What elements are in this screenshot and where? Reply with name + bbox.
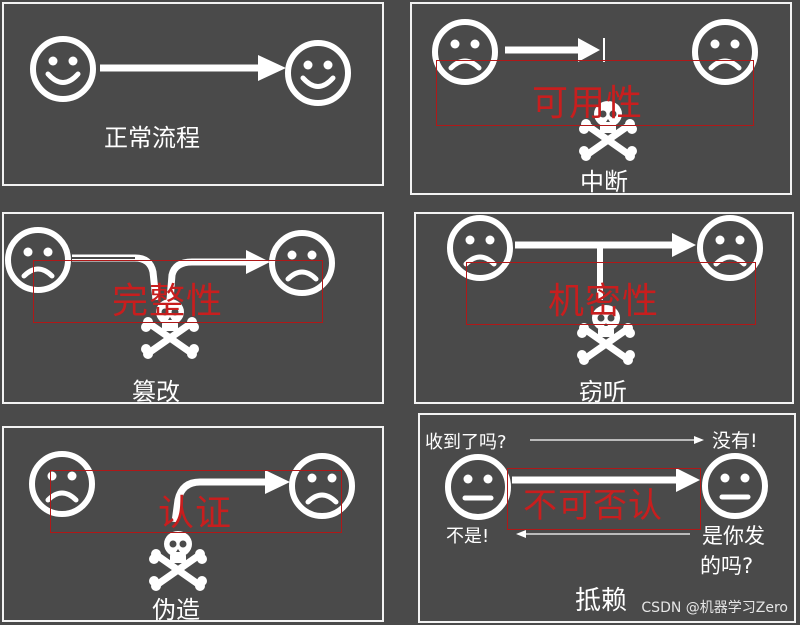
neutral-face-icon xyxy=(448,457,508,517)
panel-authentication xyxy=(2,426,384,622)
highlight-box-availability xyxy=(436,60,754,126)
arrow-icon xyxy=(166,258,250,301)
question-received: 收到了吗? xyxy=(425,432,507,453)
highlight-box-authentication xyxy=(50,470,342,533)
arrow-head-icon xyxy=(246,250,270,274)
category-authentication: 认证 xyxy=(158,493,233,534)
smiley-face-icon xyxy=(33,39,93,99)
label-tampering: 篡改 xyxy=(132,378,180,406)
label-normal-flow: 正常流程 xyxy=(104,124,200,152)
watermark: CSDN @机器学习Zero xyxy=(641,600,788,616)
label-interruption: 中断 xyxy=(580,168,628,196)
panel-availability xyxy=(410,2,792,195)
skull-crossbones-icon xyxy=(149,531,207,591)
arrow-head-icon xyxy=(578,38,600,62)
arrow-head-icon xyxy=(265,470,290,494)
arrow-icon xyxy=(171,478,270,523)
category-confidentiality: 机密性 xyxy=(548,281,660,322)
arrow-head-icon xyxy=(672,233,696,257)
arrow-head-icon xyxy=(258,55,286,81)
label-forgery: 伪造 xyxy=(152,596,200,624)
panel-confidentiality xyxy=(414,212,794,404)
smiley-face-icon xyxy=(288,43,348,103)
label-eavesdropping: 窃听 xyxy=(579,378,627,406)
panel-integrity xyxy=(2,212,384,404)
arrow-head-icon xyxy=(676,468,700,492)
label-repudiation: 抵赖 xyxy=(575,586,628,616)
arrow-icon xyxy=(72,254,160,301)
question-sent-line2: 的吗? xyxy=(700,554,754,578)
highlight-box-confidentiality xyxy=(466,262,756,325)
category-nonrepudiation: 不可否认 xyxy=(523,486,663,526)
arrow-head-icon xyxy=(516,530,526,538)
reply-not: 不是! xyxy=(446,526,490,547)
question-sent-line1: 是你发 xyxy=(702,524,765,548)
panel-nonrepudiation xyxy=(418,413,796,623)
highlight-box-integrity xyxy=(33,260,323,323)
answer-no: 没有! xyxy=(712,430,758,452)
highlight-box-nonrepudiation xyxy=(507,468,701,530)
category-integrity: 完整性 xyxy=(112,281,224,322)
arrow-head-icon xyxy=(694,436,704,444)
panel-normal-flow xyxy=(2,2,384,186)
neutral-face-icon xyxy=(705,456,765,516)
category-availability: 可用性 xyxy=(532,83,644,124)
